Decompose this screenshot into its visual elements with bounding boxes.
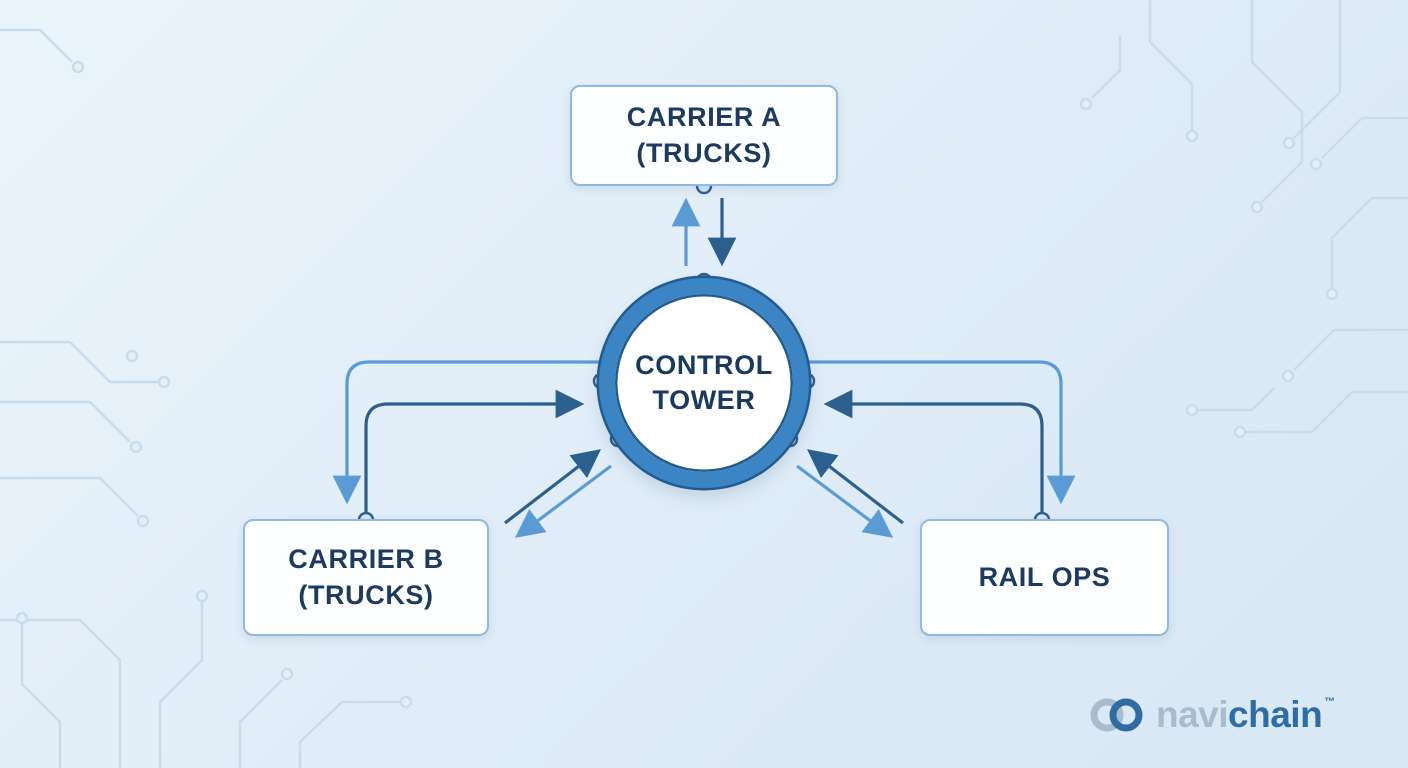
node-control-tower-label-line1: CONTROL xyxy=(635,349,773,380)
node-carrier-b-label-line1: CARRIER B xyxy=(288,544,444,575)
logo-text-navi: navi xyxy=(1156,694,1229,735)
arrow-hub-to-carrier-b xyxy=(332,360,604,505)
node-carrier-b: CARRIER B (TRUCKS) xyxy=(243,519,489,636)
node-carrier-a-label-line2: (TRUCKS) xyxy=(636,137,772,168)
arrow-hub-to-rail-ops xyxy=(804,360,1076,505)
node-carrier-b-label-line2: (TRUCKS) xyxy=(298,579,434,610)
arrow-rail-ops-to-hub xyxy=(823,389,1044,512)
navichain-logo-icon xyxy=(1090,698,1143,732)
node-rail-ops: RAIL OPS xyxy=(920,519,1169,636)
arrow-carrier-b-to-hub xyxy=(364,389,585,512)
arrow-rail-ops-diagonal-up xyxy=(806,449,904,525)
node-carrier-a: CARRIER A (TRUCKS) xyxy=(570,85,838,186)
arrow-carrier-b-diagonal-up xyxy=(504,449,602,525)
node-control-tower-label-line2: TOWER xyxy=(652,385,756,415)
arrow-rail-ops-diagonal-down xyxy=(796,464,894,538)
logo-text-chain: chain xyxy=(1228,694,1323,735)
node-control-tower: CONTROL TOWER xyxy=(599,278,809,488)
node-rail-ops-label: RAIL OPS xyxy=(978,561,1111,592)
node-carrier-a-label-line1: CARRIER A xyxy=(626,102,782,133)
logo-trademark: ™ xyxy=(1324,696,1335,708)
arrow-carrier-b-diagonal-down xyxy=(514,464,612,538)
